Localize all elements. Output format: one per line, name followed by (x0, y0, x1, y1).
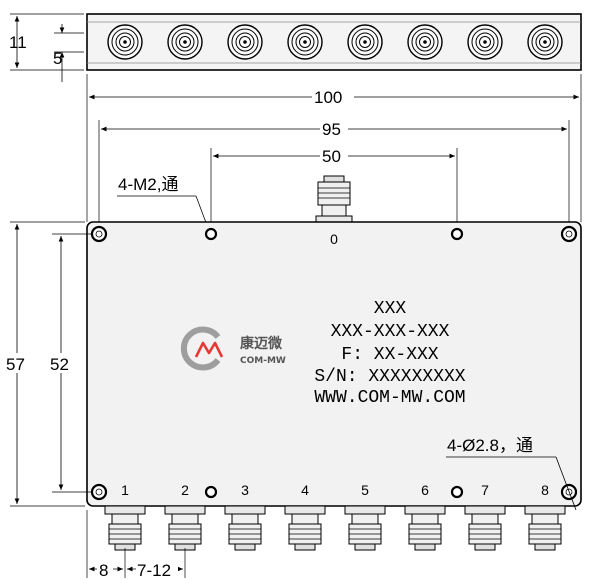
product-label: XXX XXX-XXX-XXX F: XX-XXX S/N: XXXXXXXXX… (314, 299, 465, 408)
sma-connector-output (344, 505, 386, 551)
m2-hole (204, 485, 218, 499)
sma-connector-output (284, 505, 326, 551)
dim-hole-spacing-inner-label: 50 (322, 147, 341, 166)
port-label-input: 0 (330, 231, 338, 247)
dim-top-inner-label: 5 (53, 49, 62, 68)
mount-hole (90, 225, 108, 243)
port-labels: 1 2 3 4 5 6 7 8 (121, 482, 549, 498)
port-label-8: 8 (541, 482, 549, 498)
housing-front (86, 221, 582, 507)
port-label-2: 2 (181, 482, 189, 498)
dim-top-height-label: 11 (9, 33, 27, 52)
port-label-4: 4 (301, 482, 309, 498)
sma-connector-output (224, 505, 266, 551)
sma-connector-top (467, 24, 503, 60)
m2-hole (450, 227, 464, 241)
label-line-2: XXX-XXX-XXX (331, 322, 450, 342)
label-line-3: F: XX-XXX (341, 345, 438, 365)
m2-holes (204, 227, 464, 499)
sma-connector-top (287, 24, 323, 60)
port-label-3: 3 (241, 482, 249, 498)
dim-edge-offset-label: 8 (99, 561, 108, 580)
sma-connector-output (524, 505, 566, 551)
dimension-top-height: 11 (9, 13, 84, 71)
company-logo: 康迈微 COM-MW (180, 326, 286, 371)
dimension-overall-height: 57 (5, 221, 85, 507)
sma-connector-top (347, 24, 383, 60)
sma-connector-output (164, 505, 206, 551)
label-line-1: XXX (374, 299, 407, 319)
top-view (86, 13, 582, 71)
sma-connector-top (227, 24, 263, 60)
callout-mount-holes: 4-Ø2.8，通 (446, 436, 577, 511)
port-label-7: 7 (481, 482, 489, 498)
dim-hole-spacing-vertical-label: 52 (50, 355, 69, 374)
label-line-5: WWW.COM-MW.COM (314, 388, 465, 408)
top-connectors (107, 24, 563, 60)
output-connectors (104, 505, 566, 551)
dim-overall-width-label: 100 (314, 88, 342, 107)
dim-hole-spacing-wide-label: 95 (322, 120, 341, 139)
port-label-5: 5 (361, 482, 369, 498)
dim-overall-height-label: 57 (6, 355, 25, 374)
dimension-bottom: 8 7-12 (86, 510, 186, 580)
port-label-6: 6 (421, 482, 429, 498)
dimension-overall-width: 100 (86, 74, 582, 222)
sma-connector-output (404, 505, 446, 551)
mount-hole (560, 225, 578, 243)
logo-mark-icon (194, 341, 224, 358)
sma-connector-top (527, 24, 563, 60)
m2-hole (450, 485, 464, 499)
callout-mount-label: 4-Ø2.8，通 (447, 436, 533, 455)
sma-connector-output (464, 505, 506, 551)
dim-port-pitch-label: 7-12 (137, 561, 171, 580)
sma-connector-top (407, 24, 443, 60)
label-line-4: S/N: XXXXXXXXX (314, 367, 465, 387)
dimension-hole-spacing-inner: 50 (210, 146, 458, 228)
logo-en-name: COM-MW (240, 356, 286, 366)
sma-connector-output (104, 505, 146, 551)
logo-cn-name: 康迈微 (240, 335, 283, 352)
port-label-1: 1 (121, 482, 129, 498)
dimension-hole-spacing-vertical: 52 (49, 233, 92, 493)
input-connector (315, 175, 353, 225)
dimension-hole-spacing-wide: 95 (98, 119, 570, 226)
sma-connector-top (107, 24, 143, 60)
callout-m2-label: 4-M2,通 (118, 175, 178, 194)
mount-hole (90, 483, 108, 501)
dimension-top-inner: 5 (53, 24, 84, 82)
sma-connector-top (167, 24, 203, 60)
m2-hole (204, 227, 218, 241)
